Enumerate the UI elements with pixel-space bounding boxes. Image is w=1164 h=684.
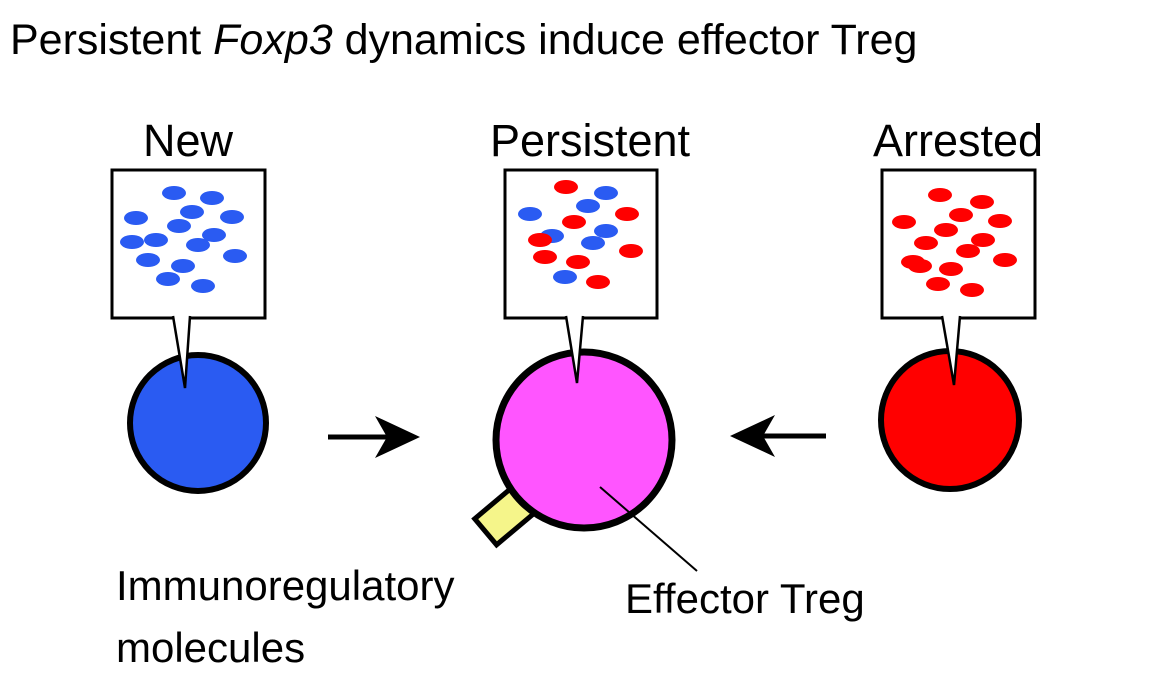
cell-new (127, 352, 269, 494)
label-arrested: Arrested (873, 115, 1043, 166)
blue-dot (581, 236, 605, 250)
arrow-new-to-persistent (328, 416, 420, 458)
callout-arrested (880, 168, 1037, 320)
blue-dot (156, 272, 180, 286)
blue-dot (180, 205, 204, 219)
callout-pointer-persistent (564, 315, 585, 384)
blue-dot (171, 259, 195, 273)
callout-persistent (503, 168, 659, 320)
red-dot (562, 215, 586, 229)
title-gene: Foxp3 (213, 16, 333, 64)
red-dot (934, 223, 958, 237)
red-dot (949, 208, 973, 222)
red-dot (926, 277, 950, 291)
blue-dot (200, 191, 224, 205)
effector-leader-line (599, 486, 698, 572)
red-dot (988, 214, 1012, 228)
red-dot (586, 275, 610, 289)
label-effector-treg: Effector Treg (625, 575, 865, 622)
dot-cluster-arrested (892, 188, 1017, 297)
red-dot (615, 207, 639, 221)
red-dot (892, 215, 916, 229)
callout-new (110, 168, 267, 320)
blue-dot (553, 270, 577, 284)
cell-persistent (492, 348, 676, 532)
red-dot (566, 255, 590, 269)
red-dot (960, 283, 984, 297)
label-persistent: Persistent (490, 115, 691, 166)
red-dot (928, 188, 952, 202)
blue-dot (576, 199, 600, 213)
dot-cluster-persistent (518, 180, 643, 289)
cell-arrested (878, 348, 1022, 492)
arrow-arrested-to-persistent (730, 415, 826, 457)
blue-dot (594, 224, 618, 238)
red-dot (528, 233, 552, 247)
blue-dot (120, 235, 144, 249)
label-immunoregulatory-line2: molecules (116, 624, 305, 671)
callout-pointer-arrested (940, 315, 962, 386)
blue-dot (186, 238, 210, 252)
title-prefix: Persistent (10, 16, 213, 64)
red-dot (908, 259, 932, 273)
label-immunoregulatory-line1: Immunoregulatory (116, 562, 454, 609)
blue-dot (144, 233, 168, 247)
red-dot (939, 262, 963, 276)
red-dot (619, 244, 643, 258)
red-dot (971, 233, 995, 247)
blue-dot (162, 186, 186, 200)
blue-dot (594, 186, 618, 200)
blue-dot (220, 210, 244, 224)
blue-dot (136, 253, 160, 267)
red-dot (914, 236, 938, 250)
red-dot (554, 180, 578, 194)
red-dot (970, 195, 994, 209)
blue-dot (167, 219, 191, 233)
blue-dot (191, 279, 215, 293)
red-dot (993, 253, 1017, 267)
blue-dot (124, 211, 148, 225)
blue-dot (202, 228, 226, 242)
red-dot (956, 244, 980, 258)
dot-cluster-new (120, 186, 247, 293)
diagram-title: Persistent Foxp3 dynamics induce effecto… (10, 16, 917, 64)
red-dot (533, 250, 557, 264)
title-suffix: dynamics induce effector Treg (333, 16, 918, 64)
callout-pointer-new (171, 315, 192, 389)
label-new: New (143, 115, 234, 166)
blue-dot (518, 207, 542, 221)
blue-dot (223, 249, 247, 263)
